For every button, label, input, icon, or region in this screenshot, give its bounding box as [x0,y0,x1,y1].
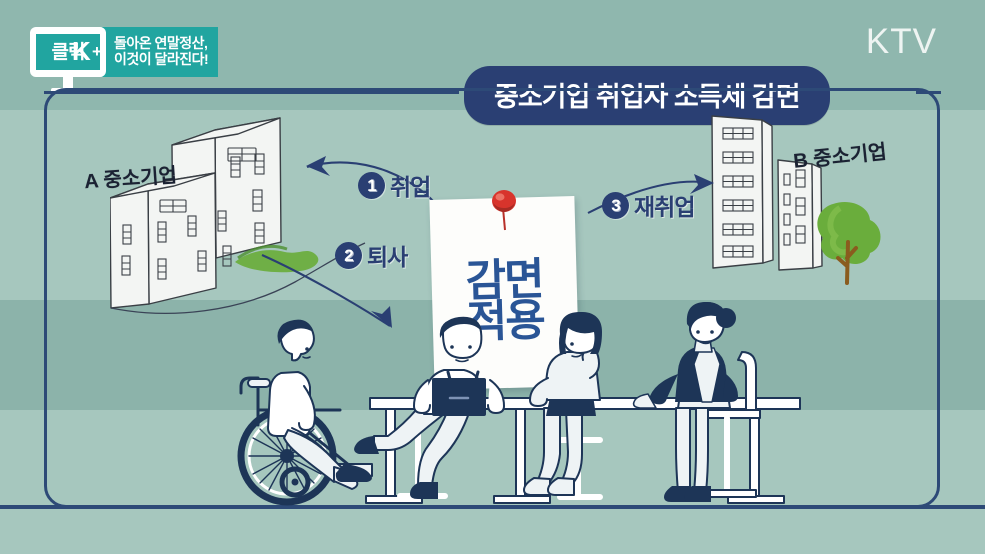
logo-mark-text: 클릭 [51,41,86,63]
step-2-number: 2 [335,241,362,269]
channel-watermark: KTV [865,22,937,61]
program-tagline: 돌아온 연말정산, 이것이 달라진다! [102,27,219,77]
monitor-stand [63,77,73,88]
logo-plus-icon: + [92,42,102,61]
step-2-label: 퇴사 [367,244,408,270]
monitor-icon: 클릭 K + [30,27,106,93]
step-1-label: 취업 [390,174,431,200]
person-seated-right-woman [632,301,761,502]
tagline-line-2: 이것이 달라진다! [114,50,209,67]
step-3-label: 재취업 [634,194,695,220]
title-rule-left [44,91,459,94]
title-rule-right [916,91,941,94]
logo-mark: 클릭 [36,34,100,70]
backdrop-band-floor [0,410,985,554]
tagline-line-1: 돌아온 연말정산, [114,34,208,51]
person-seated-left-woman [523,311,603,500]
page-title: 중소기업 취업자 소득세 감면 [464,66,830,125]
red-pushpin-icon [492,190,516,231]
step-2: 2 퇴사 [335,238,408,272]
step-3: 3 재취업 [602,188,695,222]
step-1-number: 1 [358,171,385,199]
step-3-number: 3 [602,191,629,219]
person-wheelchair [237,319,373,506]
person-laptop [354,316,505,499]
step-1: 1 취업 [358,168,431,202]
program-logo: 클릭 K + 돌아온 연말정산, 이것이 달라진다! [30,27,219,93]
logo-letter-k: K [72,36,91,66]
